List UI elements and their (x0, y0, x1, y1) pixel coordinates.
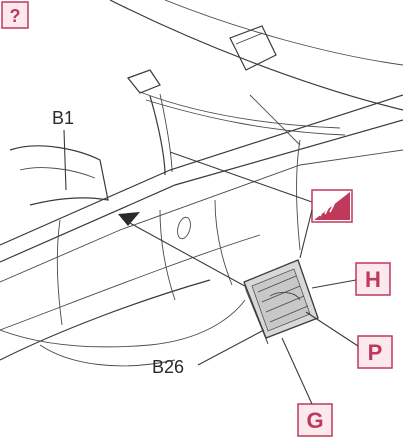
b26-rib-3 (265, 295, 305, 313)
fuselage-long-line-4 (0, 234, 261, 331)
help-marker-text: ? (10, 6, 21, 26)
paint-wedge-icon (311, 189, 353, 223)
leader-b26 (197, 329, 265, 366)
side-panel-line (159, 209, 176, 301)
upper-contour-line-2 (164, 0, 403, 66)
bulkhead-edge (149, 95, 166, 176)
b1-part-detail (19, 167, 96, 179)
fuselage-lower-curve-2 (39, 344, 176, 367)
fuselage-long-line-3 (0, 149, 403, 283)
callout-p: P (357, 335, 393, 369)
callout-g-label: G (306, 408, 323, 433)
b26-rib-1 (257, 275, 297, 293)
upper-contour-line (109, 0, 403, 111)
callout-g: G (297, 403, 333, 437)
b1-part-outline (9, 145, 109, 206)
help-marker: ? (1, 1, 29, 29)
window-panel (229, 25, 277, 71)
leader-g (281, 337, 313, 405)
fuselage-long-line-1 (0, 94, 403, 246)
guide-line-upper (169, 151, 313, 203)
leader-p (305, 311, 359, 347)
right-diagonal (249, 94, 301, 146)
frame-bracket (127, 69, 161, 94)
paint-wedge-fill (314, 192, 350, 220)
b26-side-thickness (243, 281, 269, 345)
leader-b1 (63, 129, 67, 191)
b26-brace (269, 292, 301, 301)
bulkhead-edge-2 (159, 93, 173, 173)
help-marker-box (1, 1, 29, 29)
leader-h (311, 279, 357, 289)
callout-h-label: H (365, 267, 381, 292)
b1-side-line (56, 219, 63, 326)
label-b1: B1 (52, 108, 74, 128)
callout-h-box (355, 262, 391, 296)
insertion-arrow (118, 212, 140, 226)
fuselage-drawing (0, 0, 403, 367)
frame-rail (139, 91, 341, 129)
guide-line-to-part (127, 221, 253, 291)
callout-p-box (357, 335, 393, 369)
callout-g-box (297, 403, 333, 437)
callout-p-label: P (368, 340, 383, 365)
b26-rib-4 (269, 305, 309, 323)
paint-icon-leader (299, 209, 313, 259)
fuselage-long-line-5 (0, 279, 211, 361)
fuselage-lower-curve (0, 299, 246, 348)
window-panel-detail (235, 32, 264, 45)
oval-opening (177, 216, 191, 240)
frame-rail-2 (145, 99, 346, 136)
callout-h: H (355, 262, 391, 296)
paint-wedge-steps (319, 203, 335, 217)
side-panel-line-2 (214, 199, 233, 286)
label-b26: B26 (152, 357, 184, 377)
right-edge-line (296, 139, 301, 251)
b26-rib-2 (261, 285, 301, 303)
b26-part (243, 259, 319, 345)
